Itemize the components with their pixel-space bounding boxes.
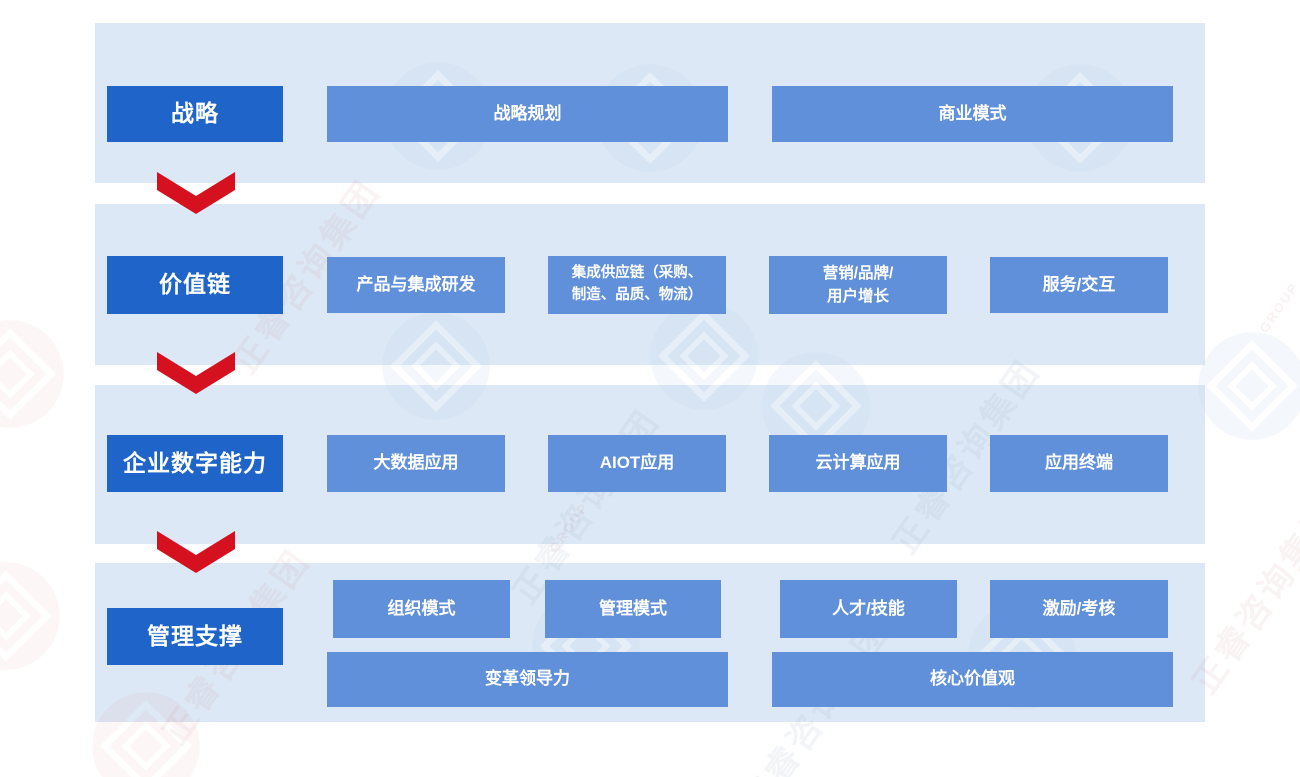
item-text: 组织模式 [387,598,456,618]
item-integrated-supply-chain: 集成供应链（采购、 制造、品质、物流） [548,256,726,314]
item-talent-skills: 人才/技能 [780,580,957,638]
item-change-leadership: 变革领导力 [327,652,728,707]
item-management-model: 管理模式 [545,580,721,638]
item-text: 变革领导力 [485,669,570,689]
item-cloud-computing-application: 云计算应用 [769,435,947,492]
row-label-text: 企业数字能力 [123,449,267,476]
item-text: 云计算应用 [815,453,901,473]
item-text-line: 营销/品牌/ [822,264,894,282]
item-organization-model: 组织模式 [333,580,510,638]
item-text-line: 制造、品质、物流） [571,287,703,303]
item-marketing-brand-growth: 营销/品牌/ 用户增长 [769,256,947,314]
row-label-value-chain: 价值链 [107,256,283,314]
watermark-logo-icon [0,318,66,430]
down-chevron-arrow-icon [157,172,235,214]
item-text: AIOT应用 [599,453,675,473]
item-aiot-application: AIOT应用 [548,435,726,492]
down-chevron-arrow-icon [157,531,235,573]
item-text: 管理模式 [599,598,667,618]
item-text-line: 集成供应链（采购、 [571,265,703,282]
item-incentive-assessment: 激励/考核 [990,580,1168,638]
item-text: 激励/考核 [1042,598,1116,618]
item-product-integrated-rd: 产品与集成研发 [327,257,505,313]
item-text: 核心价值观 [930,669,1015,689]
item-text: 服务/交互 [1042,274,1116,294]
item-text: 应用终端 [1045,453,1113,473]
item-text: 战略规划 [493,103,562,123]
item-application-terminal: 应用终端 [990,435,1168,492]
watermark-subtext: GROUP [1256,279,1300,336]
row-label-management-support: 管理支撑 [107,608,283,665]
item-text: 人才/技能 [832,598,905,618]
item-core-values: 核心价值观 [772,652,1173,707]
item-text: 商业模式 [938,103,1007,123]
watermark-logo-icon [0,560,62,672]
item-big-data-application: 大数据应用 [327,435,505,492]
row-label-text: 战略 [171,100,219,127]
watermark-logo-icon [1196,330,1300,442]
item-text: 大数据应用 [373,453,459,473]
item-service-interaction: 服务/交互 [990,257,1168,313]
row-label-text: 管理支撑 [147,622,243,649]
row-label-strategy: 战略 [107,86,283,142]
row-label-digital-capability: 企业数字能力 [107,435,283,492]
item-text: 产品与集成研发 [356,274,476,294]
item-business-model: 商业模式 [772,86,1173,142]
item-text-line: 用户增长 [826,288,889,305]
item-strategic-planning: 战略规划 [327,86,728,142]
row-label-text: 价值链 [159,271,231,298]
down-chevron-arrow-icon [157,352,235,394]
